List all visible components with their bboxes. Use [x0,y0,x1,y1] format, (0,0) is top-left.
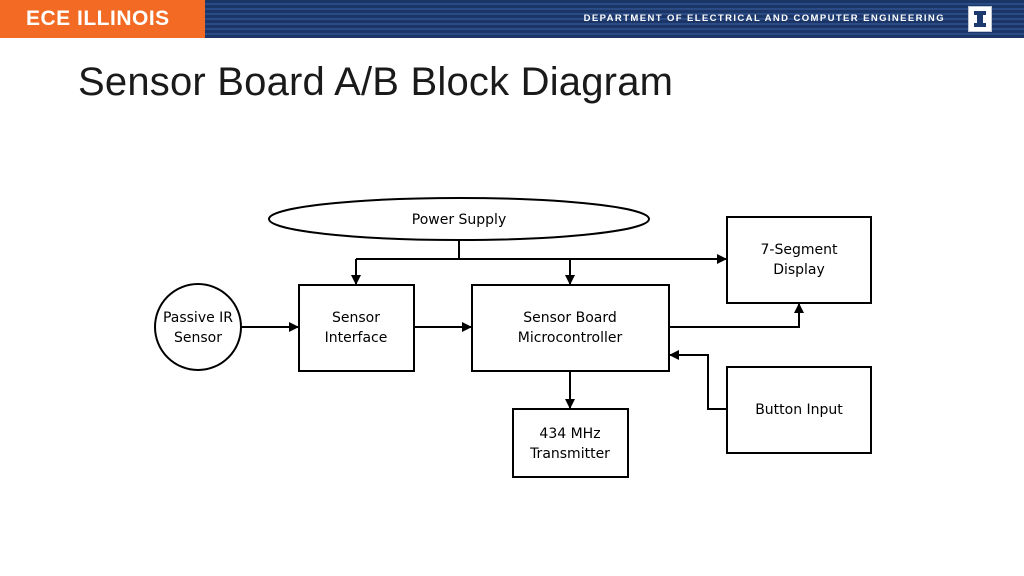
page-title: Sensor Board A/B Block Diagram [78,60,674,104]
microcontroller-label-line1: Sensor Board [523,310,617,326]
button-input-label: Button Input [755,402,843,418]
passive-ir-label-line1: Passive IR [163,310,233,326]
illinois-block-i-icon [968,6,992,32]
transmitter-label-line1: 434 MHz [539,426,600,442]
seven-segment-display-node [726,216,872,304]
passive-ir-sensor-node [154,283,242,371]
sensor-interface-label-line1: Sensor [332,310,380,326]
microcontroller-node [471,284,670,372]
transmitter-label-line2: Transmitter [529,446,610,462]
power-supply-label: Power Supply [412,212,507,228]
seven-segment-label-line2: Display [773,262,825,278]
sensor-interface-node [298,284,415,372]
sensor-interface-label-line2: Interface [325,330,388,346]
block-i-glyph [974,11,986,27]
button-to-microcontroller-arrow [669,350,727,410]
header-stripes [205,0,1024,38]
department-name: DEPARTMENT OF ELECTRICAL AND COMPUTER EN… [583,13,945,24]
transmitter-node [512,408,629,478]
seven-segment-label-line1: 7-Segment [761,242,838,258]
microcontroller-label-line2: Microcontroller [518,330,623,346]
microcontroller-to-display-arrow [669,303,804,328]
passive-ir-label-line2: Sensor [174,330,222,346]
brand-logo: ECE ILLINOIS [0,0,205,38]
